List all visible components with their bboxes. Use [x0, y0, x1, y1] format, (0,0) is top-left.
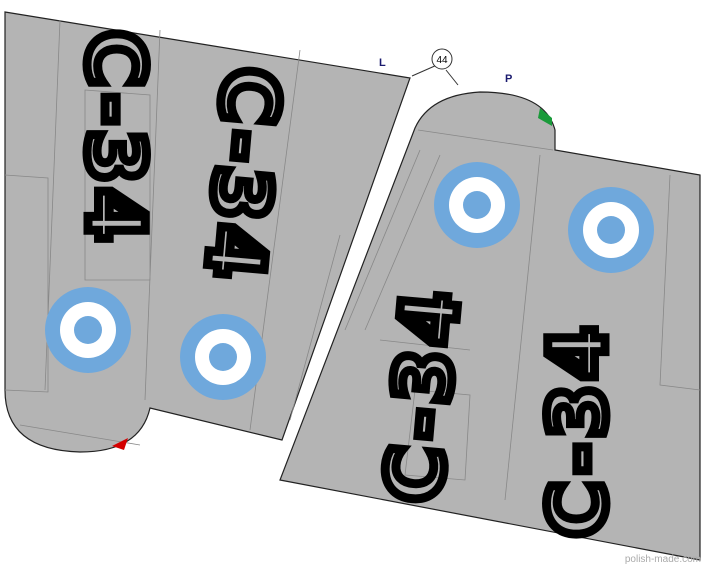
roundel: [434, 162, 520, 248]
watermark: polish-made.com: [624, 554, 701, 565]
roundel: [180, 314, 266, 400]
left-wing: C-34 C-34: [4, 11, 411, 453]
left-wing-label: L: [379, 57, 386, 69]
svg-text:C-34: C-34: [369, 284, 477, 507]
svg-text:C-34: C-34: [187, 63, 295, 286]
svg-text:C-34: C-34: [69, 30, 159, 246]
callout-number: 44: [436, 55, 448, 66]
right-wing-label: P: [505, 73, 512, 85]
right-wing-registration-inner: C-34: [365, 279, 482, 511]
nav-light-right: [538, 108, 552, 126]
nav-light-left: [112, 438, 128, 450]
left-wing-registration-outer: C-34: [65, 26, 164, 251]
roundel: [45, 287, 131, 373]
callout-44: 44: [411, 48, 459, 86]
roundel: [568, 187, 654, 273]
right-wing-registration-outer: C-34: [530, 318, 629, 543]
left-wing-registration-inner: C-34: [183, 59, 300, 291]
svg-text:C-34: C-34: [534, 322, 624, 538]
right-wing: C-34 C-34: [279, 91, 701, 561]
